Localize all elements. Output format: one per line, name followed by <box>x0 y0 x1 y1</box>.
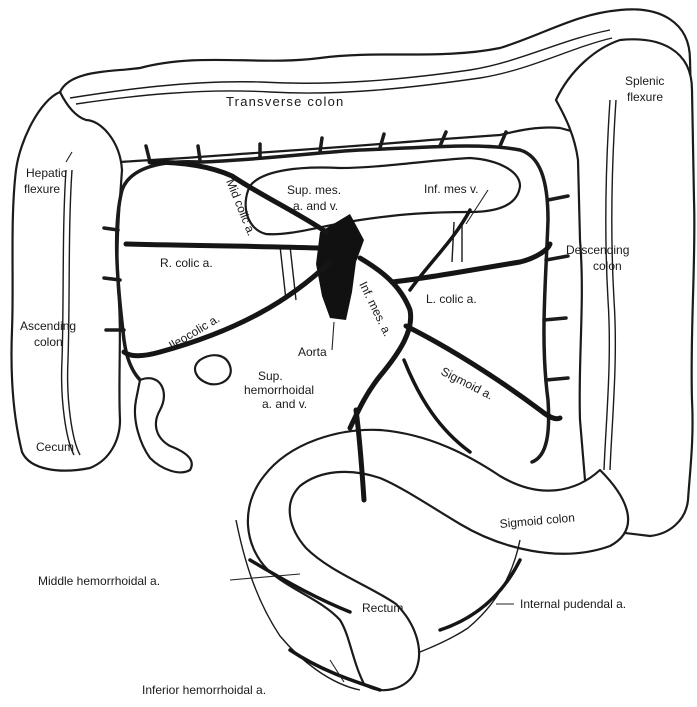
aorta-label: Aorta <box>298 345 327 359</box>
cecum-label: Cecum <box>36 440 74 454</box>
sup-mes-label-line-1: Sup. mes. <box>287 183 341 197</box>
r-colic-label: R. colic a. <box>160 256 213 270</box>
internal-pudendal-label: Internal pudendal a. <box>520 597 626 611</box>
sup-hemorrhoidal-label-line-1: Sup. <box>258 369 283 383</box>
sup-hemorrhoidal-label-line-3: a. and v. <box>262 397 307 411</box>
splenic-flexure-label-line-2: flexure <box>627 90 663 104</box>
transverse-colon-label: Transverse colon <box>226 94 344 109</box>
l-colic-artery <box>392 244 550 282</box>
sigmoid-artery <box>406 326 560 419</box>
r-colic-artery <box>126 244 318 248</box>
sup-hemorrhoidal-label-line-2: hemorrhoidal <box>244 383 314 397</box>
middle-hemorrhoidal-label: Middle hemorrhoidal a. <box>38 574 160 588</box>
inf-mes-a-label: Inf. mes. a. <box>356 279 395 338</box>
ascending-colon-label-line-1: Ascending <box>20 319 76 333</box>
hepatic-flexure-label-line-2: flexure <box>24 182 60 196</box>
internal-pudendal-artery <box>440 560 520 630</box>
descending-colon-label-line-2: colon <box>593 259 622 273</box>
descending-colon-shape <box>556 39 694 536</box>
cecum-appendix <box>135 378 192 472</box>
splenic-flexure-label-line-1: Splenic <box>625 74 664 88</box>
l-colic-label: L. colic a. <box>426 292 477 306</box>
hepatic-flexure-label-line-1: Hepatic <box>26 166 67 180</box>
inferior-hemorrhoidal-label: Inferior hemorrhoidal a. <box>142 683 266 697</box>
large-intestine <box>11 9 694 690</box>
pelvic-region-outline-right <box>420 540 520 652</box>
ascending-colon-shape <box>11 92 122 471</box>
sup-mes-label-line-2: a. and v. <box>293 199 338 213</box>
rectum-label: Rectum <box>362 601 403 615</box>
inf-mes-v-label: Inf. mes v. <box>424 182 478 196</box>
inf-mes-vein <box>410 210 470 290</box>
ascending-colon-label-line-2: colon <box>34 335 63 349</box>
ileum-stub <box>195 355 231 384</box>
descending-colon-label-line-1: Descending <box>566 243 629 257</box>
sigmoid-colon-shape <box>248 430 628 690</box>
ileocolic-artery <box>124 262 330 356</box>
